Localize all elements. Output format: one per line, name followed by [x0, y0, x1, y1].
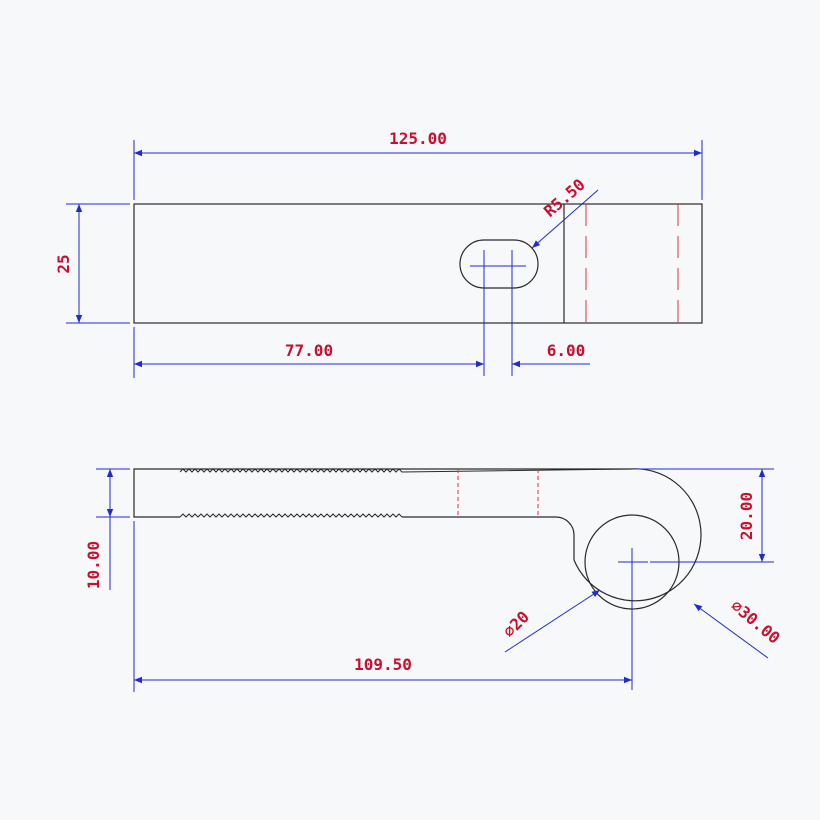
- dim-inner-diameter-label: ⌀20: [499, 607, 533, 641]
- dim-outer-diameter-label: ⌀30.00: [727, 596, 783, 648]
- front-view: 10.00 20.00 109.50 ⌀20 ⌀30.00: [84, 468, 784, 692]
- bar-bottom-edge: [402, 516, 575, 560]
- dim-slot-width-label: 6.00: [547, 341, 586, 360]
- top-view-body-outline: [133, 203, 703, 324]
- top-view: 125.00 25 77.00 6.00 R5.50: [54, 129, 703, 378]
- dim-total-length-label: 109.50: [354, 655, 412, 674]
- slot-outline: [459, 239, 539, 289]
- bar-serration-top: [179, 468, 631, 473]
- dim-inner-diameter-leader: [504, 589, 601, 653]
- dim-outer-diameter-leader: [693, 603, 769, 659]
- dim-radius-leader: [531, 189, 599, 249]
- ring-outer-outline: [573, 468, 702, 602]
- bar-serration-bottom: [179, 513, 403, 518]
- bar-left-outline: [133, 468, 630, 518]
- dim-thickness-label: 10.00: [84, 541, 103, 589]
- dim-ring-offset-label: 20.00: [737, 492, 756, 540]
- dim-slot-position-label: 77.00: [285, 341, 333, 360]
- dim-overall-length-label: 125.00: [389, 129, 447, 148]
- dim-height-label: 25: [54, 254, 73, 273]
